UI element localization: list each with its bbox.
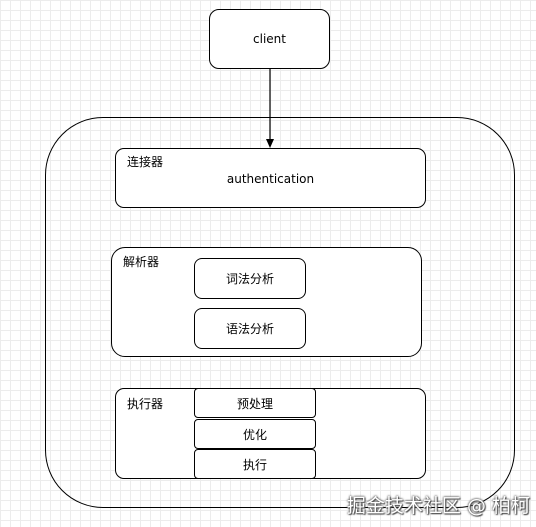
connector-content: authentication xyxy=(226,172,315,186)
arrow-head xyxy=(266,139,274,148)
syntax-analysis-node: 语法分析 xyxy=(194,308,306,349)
lexical-analysis-node: 词法分析 xyxy=(194,258,306,299)
lexical-analysis-label: 词法分析 xyxy=(225,272,274,286)
syntax-analysis-label: 语法分析 xyxy=(225,322,274,336)
connector-node: 连接器 authentication xyxy=(115,148,426,208)
client-node: client xyxy=(209,9,330,69)
preprocess-label: 预处理 xyxy=(236,396,273,411)
execute-node: 执行 xyxy=(194,449,316,479)
watermark: 掘金技术社区 @ 柏柯 xyxy=(346,495,530,517)
executor-title: 执行器 xyxy=(127,397,164,411)
preprocess-node: 预处理 xyxy=(194,388,316,418)
optimize-label: 优化 xyxy=(242,427,267,442)
optimize-node: 优化 xyxy=(194,419,316,449)
client-label: client xyxy=(253,32,286,46)
connector-title: 连接器 xyxy=(127,155,164,169)
parser-title: 解析器 xyxy=(123,255,160,269)
server-container xyxy=(45,117,515,508)
execute-label: 执行 xyxy=(242,457,267,472)
